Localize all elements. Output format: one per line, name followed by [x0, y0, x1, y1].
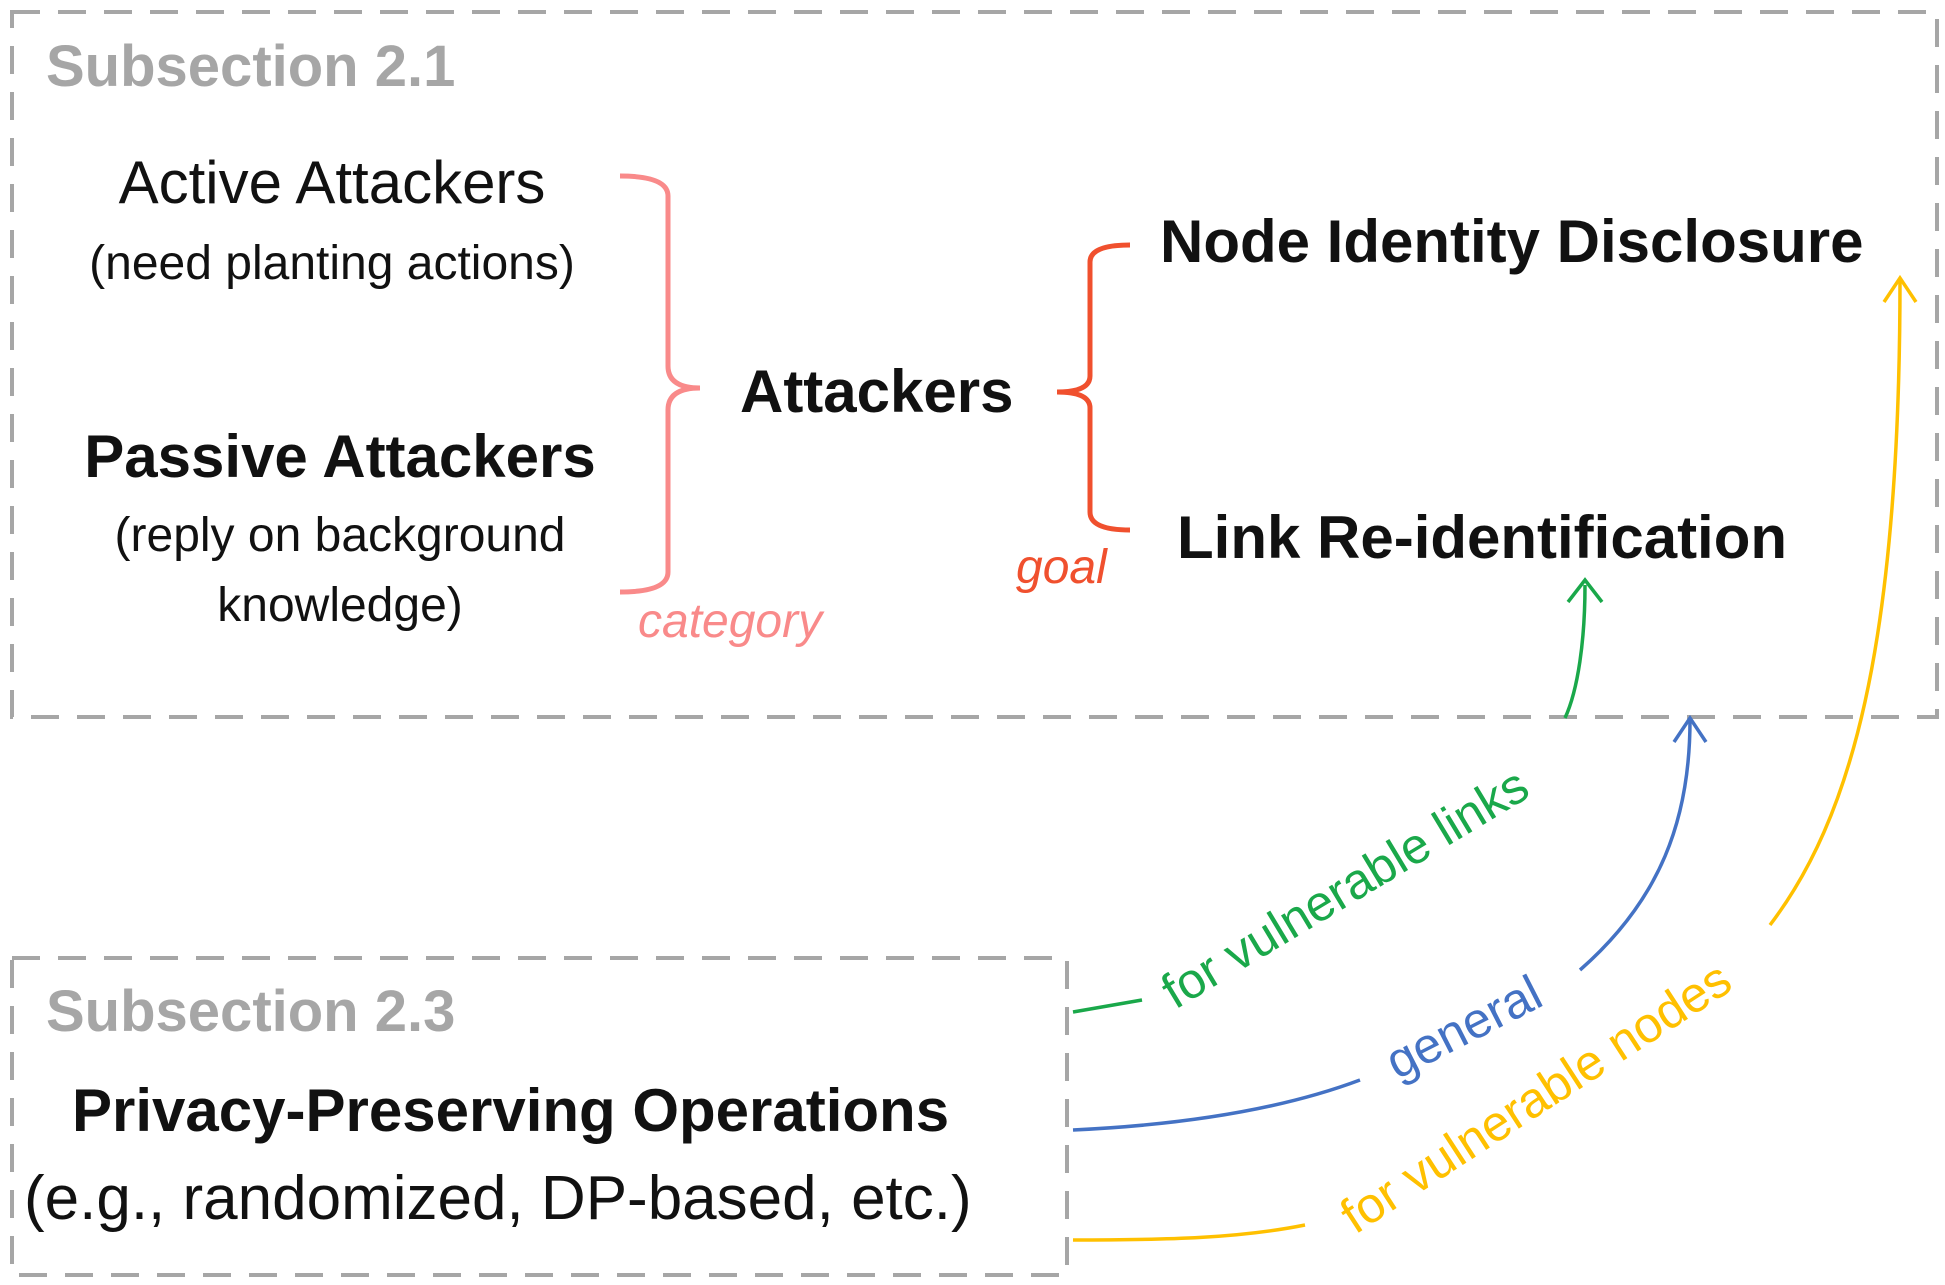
subsection-2-3-title: Subsection 2.3 [46, 979, 456, 1044]
nodes-arrowhead [1882, 274, 1918, 303]
links-label: for vulnerable links [1152, 757, 1538, 1020]
nodes-arrow-upper [1768, 279, 1902, 927]
privacy-operations-title: Privacy-Preserving Operations [72, 1077, 950, 1144]
passive-attackers-note-line1: (reply on background [114, 509, 566, 562]
node-identity-disclosure: Node Identity Disclosure [1160, 208, 1864, 275]
active-attackers-title: Active Attackers [118, 149, 546, 216]
passive-attackers-title: Passive Attackers [84, 423, 596, 490]
general-arrow-upper [1578, 719, 1692, 972]
passive-attackers-note-line2: knowledge) [217, 579, 463, 632]
general-arrowhead [1672, 714, 1708, 743]
attackers-center: Attackers [740, 358, 1014, 425]
links-arrow-curve [1563, 584, 1587, 719]
subsection-2-3-box [10, 956, 1069, 1277]
subsection-2-1-box [10, 10, 1939, 719]
privacy-operations-note: (e.g., randomized, DP-based, etc.) [24, 1164, 972, 1233]
subsection-2-1-title: Subsection 2.1 [46, 34, 456, 99]
nodes-arrow-lower [1072, 1223, 1306, 1242]
active-attackers-note: (need planting actions) [89, 237, 575, 290]
category-label: category [638, 595, 823, 648]
goal-label: goal [1016, 541, 1107, 594]
general-arrow-lower [1072, 1078, 1361, 1132]
goal-brace [1056, 242, 1131, 533]
links-arrowhead [1566, 577, 1604, 604]
links-arrow [1072, 998, 1143, 1014]
link-re-identification: Link Re-identification [1177, 504, 1788, 571]
category-brace [619, 173, 701, 595]
